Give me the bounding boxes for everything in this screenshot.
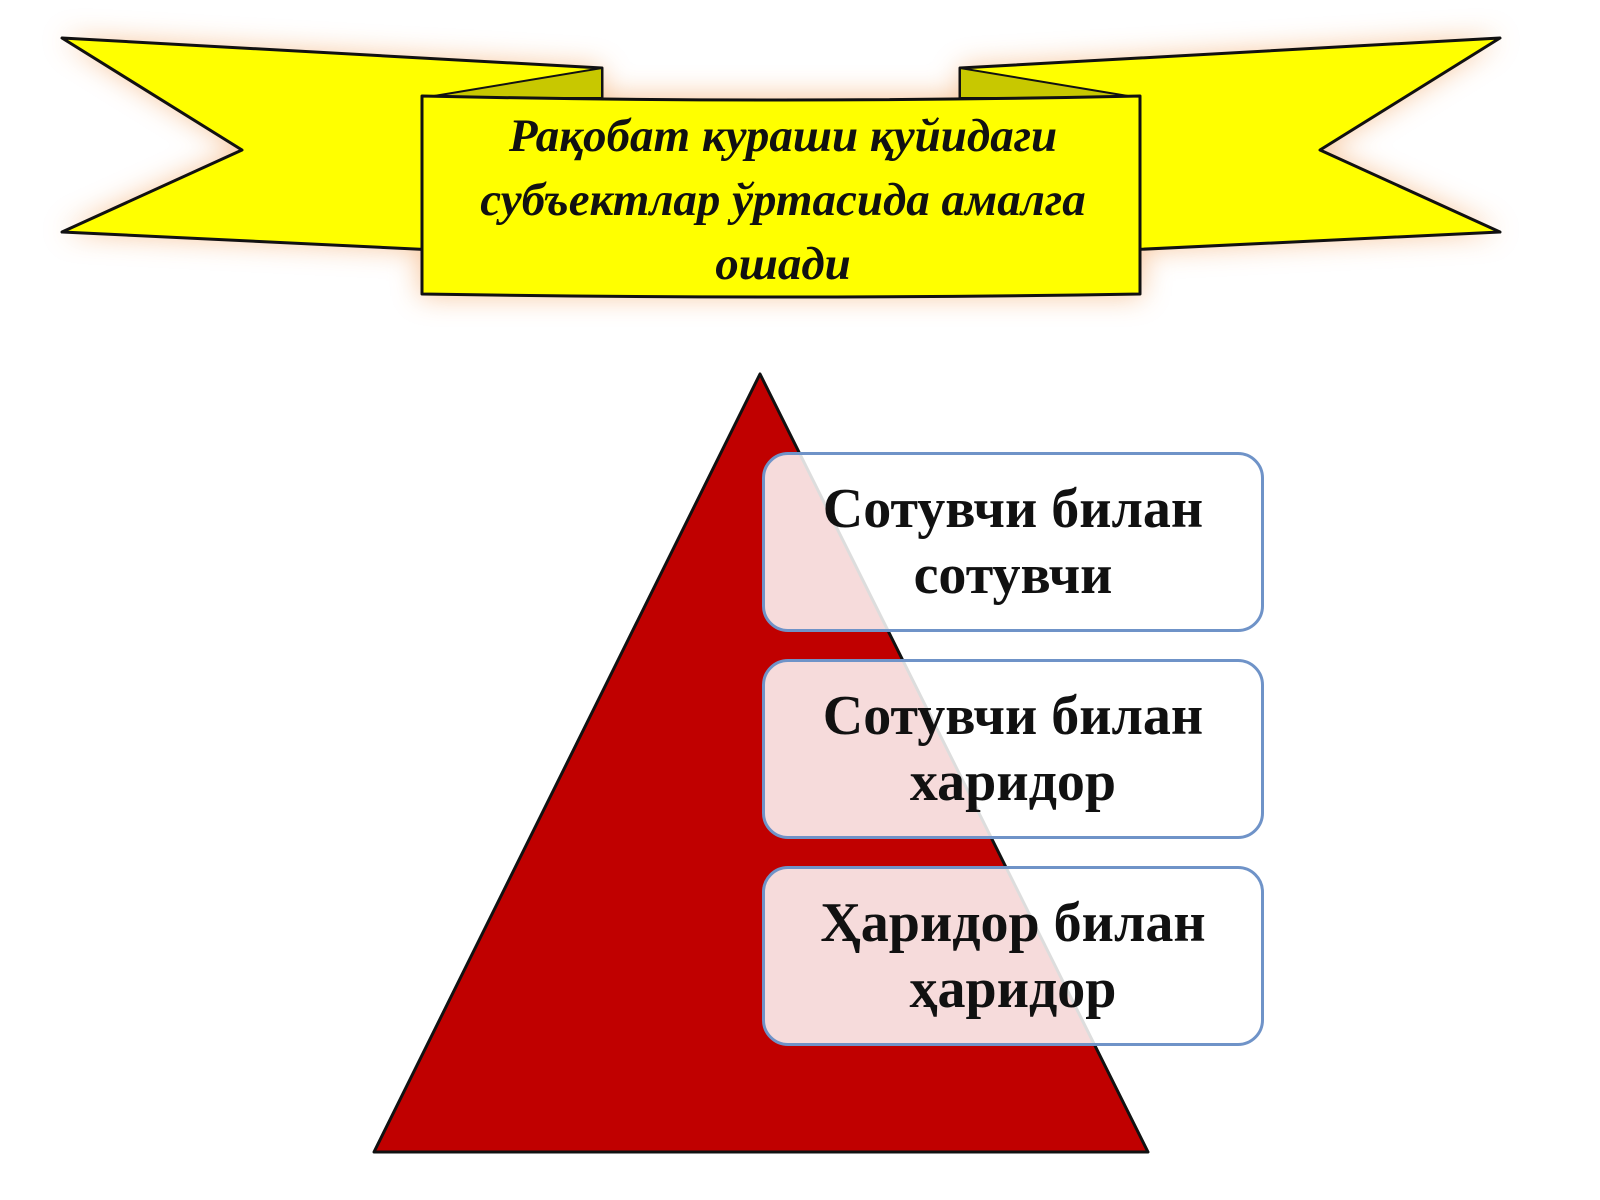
banner-title-line-1: Рақобат кураши қуйидаги — [508, 110, 1058, 162]
banner-title: Рақобат кураши қуйидаги субъектлар ўртас… — [425, 102, 1141, 298]
ribbon-center-panel — [420, 94, 1142, 299]
pyramid-item-3-line-2: ҳаридор — [909, 958, 1117, 1020]
pyramid-item-1-line-1: Сотувчи билан — [822, 478, 1204, 540]
pyramid-item-2-line-2: харидор — [909, 751, 1117, 813]
pyramid-item-buyer-buyer: Ҳаридор билан ҳаридор — [762, 866, 1264, 1046]
pyramid-item-2-line-1: Сотувчи билан — [822, 685, 1204, 747]
pyramid-item-seller-buyer: Сотувчи билан харидор — [762, 659, 1264, 839]
pyramid-item-seller-seller: Сотувчи билан сотувчи — [762, 452, 1264, 632]
banner-title-line-2: субъектлар ўртасида амалга — [480, 174, 1086, 226]
pyramid-item-3-line-1: Ҳаридор билан — [820, 892, 1206, 954]
pyramid-item-1-line-2: сотувчи — [913, 544, 1113, 606]
banner-title-line-3: ошади — [715, 238, 851, 290]
ribbon-banner — [60, 36, 1502, 299]
